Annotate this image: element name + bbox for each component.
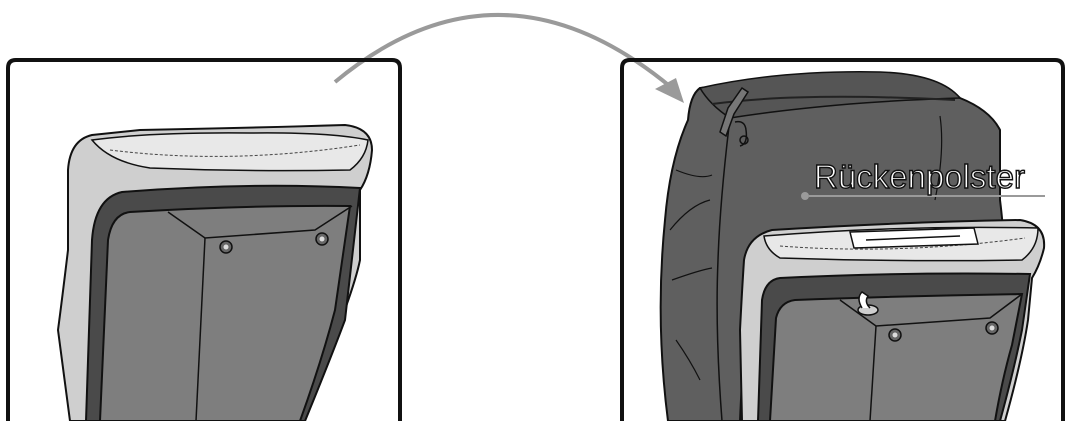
- screw-icon: [220, 241, 232, 253]
- right-panel: Rückenpolster: [622, 60, 1063, 421]
- left-panel: [8, 60, 400, 421]
- screw-icon: [316, 233, 328, 245]
- screw-icon: [889, 329, 901, 341]
- callout-dot: [801, 192, 809, 200]
- callout-label: Rückenpolster: [814, 158, 1025, 195]
- screw-icon: [986, 322, 998, 334]
